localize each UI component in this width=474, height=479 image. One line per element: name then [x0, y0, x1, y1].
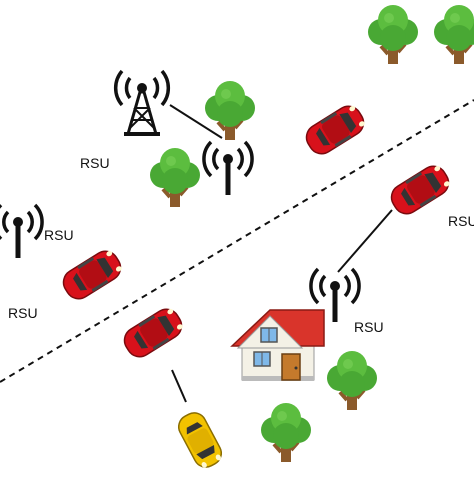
road-divider: [0, 99, 474, 383]
car-icon: [118, 303, 188, 363]
car-icon: [57, 245, 127, 305]
tree-icon: [366, 3, 420, 66]
communication-links: [169, 104, 393, 403]
cell-tower-icon: [114, 69, 170, 136]
antenna-icon: [0, 203, 44, 260]
car-icon: [300, 100, 370, 160]
car-icon: [177, 412, 223, 468]
tree-icon: [259, 401, 313, 464]
rsu-label-left-bottom: RSU: [8, 305, 38, 321]
antenna-icon: [202, 140, 254, 197]
tree-icon: [325, 349, 379, 412]
rsu-label-left-top: RSU: [44, 227, 74, 243]
house-icon: [230, 309, 325, 381]
rsu-label-right-bottom: RSU: [354, 319, 384, 335]
rsu-label-top: RSU: [80, 155, 110, 171]
car-icon: [385, 160, 455, 220]
tree-icon: [432, 3, 474, 66]
tree-icon: [148, 146, 202, 209]
rsu-label-right-top: RSU: [448, 213, 474, 229]
